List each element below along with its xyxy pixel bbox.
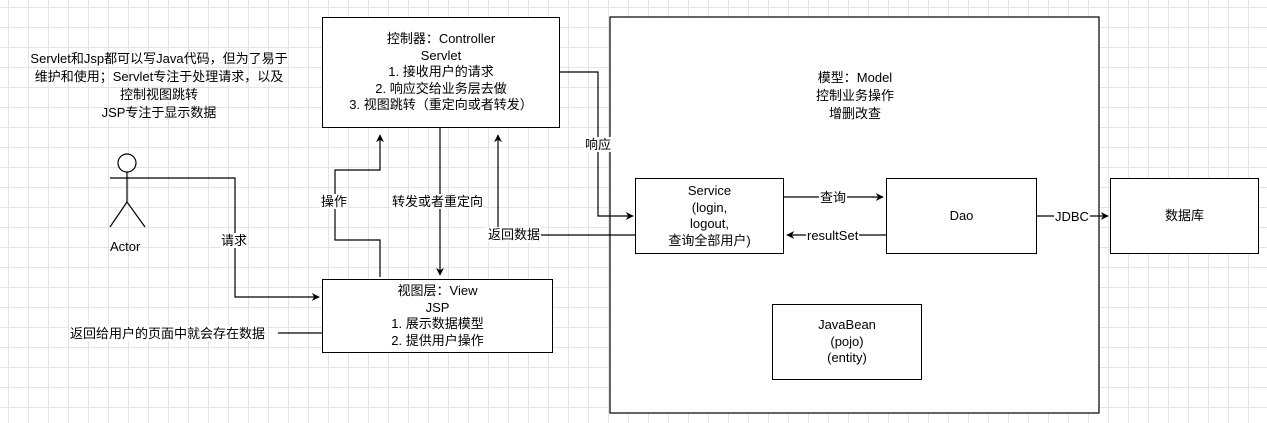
edge-label-resultset: resultSet	[806, 228, 860, 243]
edge-label-jdbc: JDBC	[1054, 209, 1090, 224]
service-box[interactable]: Service (login, logout, 查询全部用户)	[635, 178, 784, 254]
javabean-title: JavaBean	[818, 317, 876, 333]
controller-title: 控制器：Controller	[386, 31, 496, 46]
model-title: 模型：Model	[817, 70, 893, 85]
javabean-line: (pojo)	[830, 333, 864, 349]
model-label: 模型：Model 控制业务操作 增删改查	[760, 69, 950, 123]
controller-line: 2. 响应交给业务层去做	[375, 80, 507, 96]
actor-figure[interactable]	[109, 153, 146, 228]
note-line: JSP专注于显示数据	[101, 105, 217, 120]
design-note: Servlet和Jsp都可以写Java代码，但为了易于 维护和使用；Servle…	[4, 50, 314, 122]
dao-box[interactable]: Dao	[886, 178, 1037, 254]
controller-line: Servlet	[420, 47, 462, 63]
view-box[interactable]: 视图层：View JSP 1. 展示数据模型 2. 提供用户操作	[322, 279, 553, 353]
view-line: 2. 提供用户操作	[391, 332, 484, 348]
database-box[interactable]: 数据库	[1110, 178, 1259, 254]
controller-box[interactable]: 控制器：Controller Servlet 1. 接收用户的请求 2. 响应交…	[322, 17, 560, 128]
service-line: 查询全部用户)	[668, 232, 751, 248]
edge-label-return-data: 返回数据	[487, 227, 542, 242]
javabean-line: (entity)	[827, 350, 867, 366]
service-line: (login,	[691, 199, 728, 215]
controller-line: 1. 接收用户的请求	[388, 64, 494, 79]
service-line: logout,	[689, 216, 730, 231]
dao-label: Dao	[949, 207, 974, 223]
view-line: JSP	[425, 299, 450, 315]
note-line: 控制视图跳转	[119, 87, 198, 102]
edge-label-operate: 操作	[320, 194, 349, 209]
model-line: 控制业务操作	[815, 88, 894, 103]
edge-label-query: 查询	[819, 190, 848, 205]
database-label: 数据库	[1164, 207, 1204, 223]
javabean-box[interactable]: JavaBean (pojo) (entity)	[772, 304, 922, 380]
edge-label-return-page: 返回给用户的页面中就会存在数据	[69, 326, 267, 341]
model-line: 增删改查	[828, 106, 881, 121]
edge-label-response: 响应	[584, 137, 613, 152]
actor-label: Actor	[110, 239, 141, 254]
note-line: 维护和使用；Servlet专注于处理请求，以及	[34, 69, 284, 84]
note-line: Servlet和Jsp都可以写Java代码，但为了易于	[30, 51, 288, 66]
controller-line: 3. 视图跳转（重定向或者转发）	[349, 97, 533, 112]
view-line: 1. 展示数据模型	[391, 316, 484, 331]
edge-label-forward: 转发或者重定向	[391, 194, 485, 209]
view-title: 视图层：View	[397, 283, 478, 298]
edge-label-request: 请求	[220, 233, 249, 248]
service-title: Service	[687, 183, 732, 198]
